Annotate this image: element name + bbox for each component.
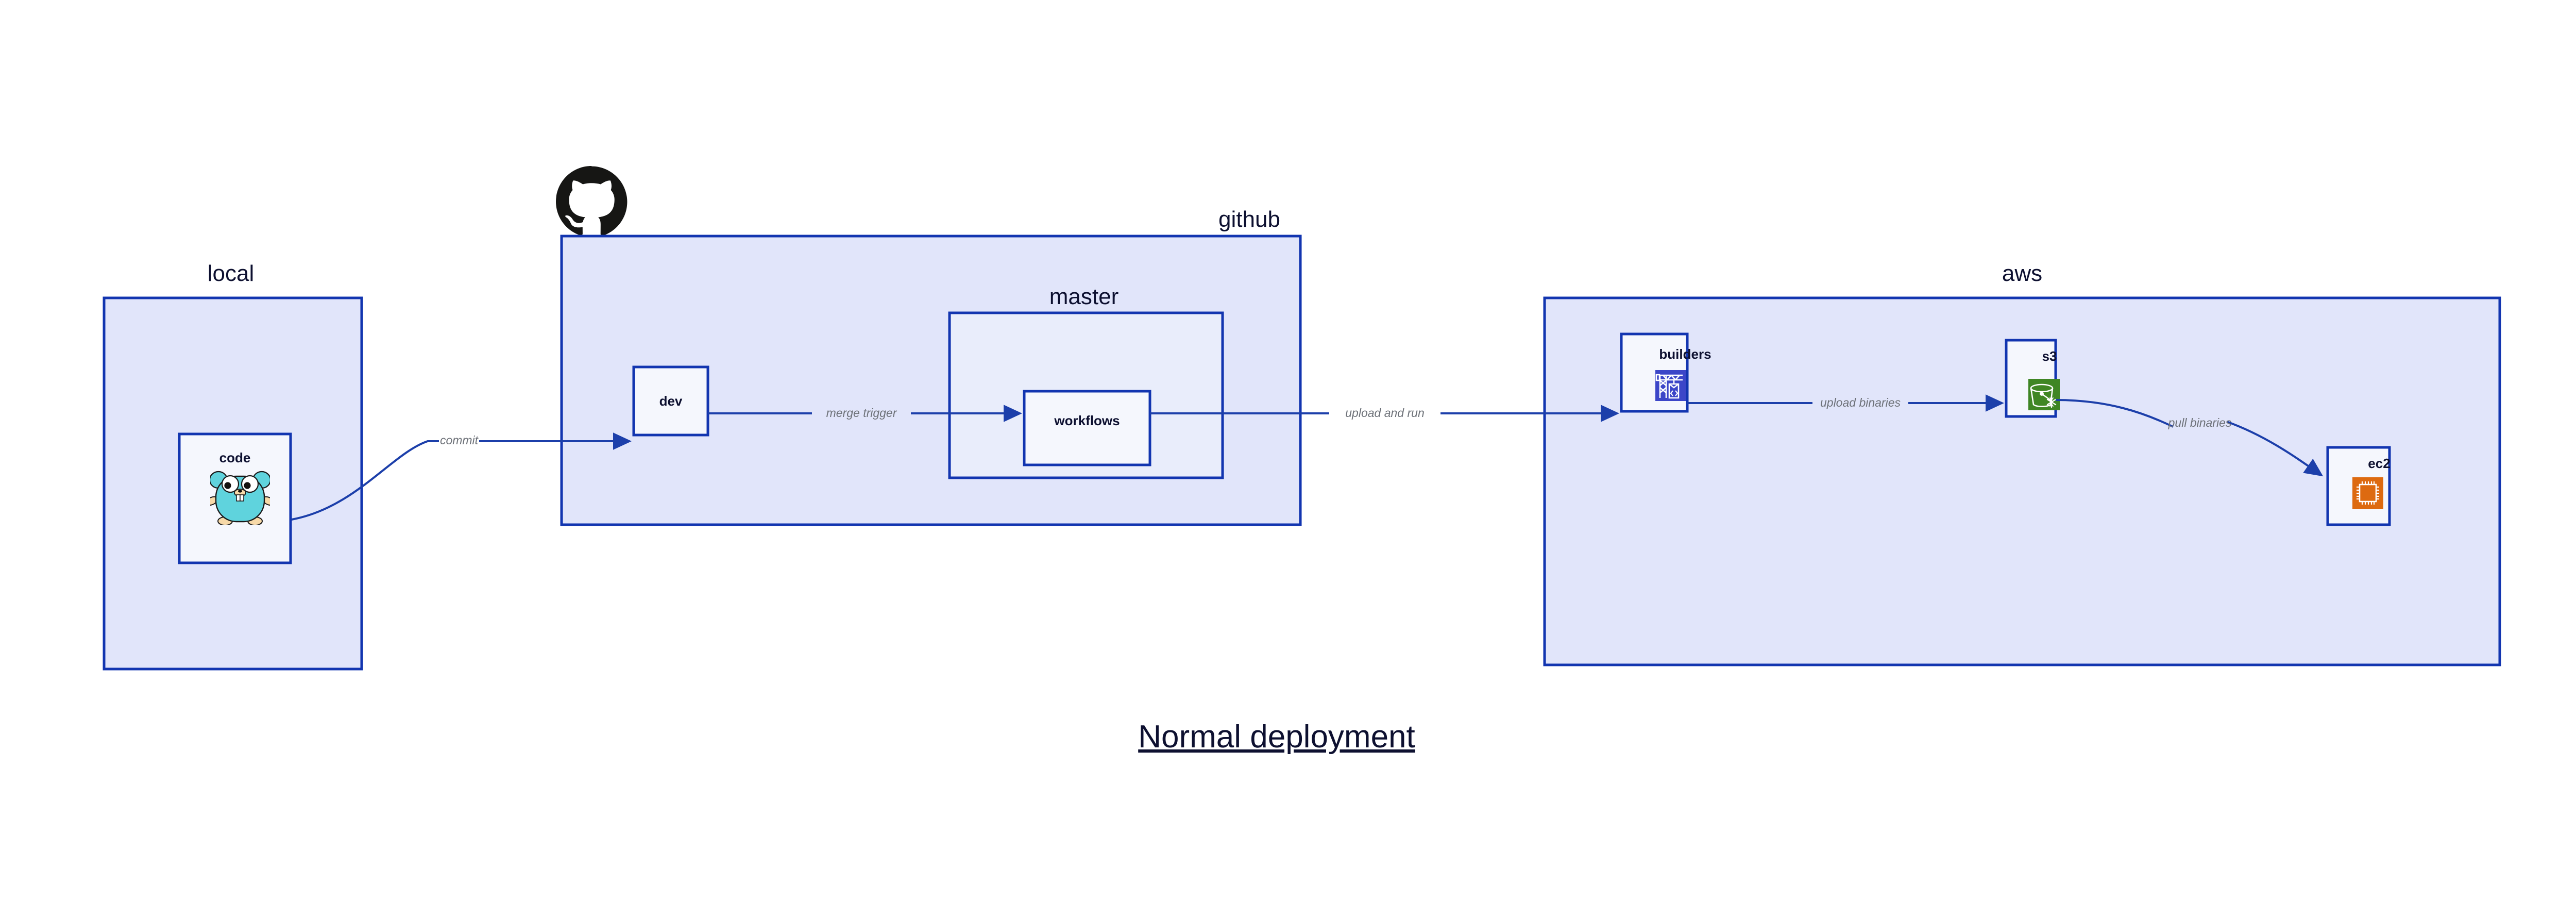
aws-ec2-chip-icon bbox=[2352, 477, 2383, 509]
edge-commit: commit bbox=[291, 432, 632, 521]
node-builders[interactable]: builders bbox=[1620, 332, 1711, 413]
node-workflows[interactable]: workflows bbox=[1023, 390, 1151, 466]
node-dev[interactable]: dev bbox=[632, 365, 709, 437]
edge-upload-binaries: upload binaries bbox=[1687, 394, 2004, 412]
node-code[interactable]: code bbox=[178, 432, 292, 564]
group-label-github: github bbox=[1218, 207, 1280, 232]
node-label-workflows: workflows bbox=[1054, 413, 1120, 428]
go-gopher-icon bbox=[210, 471, 270, 525]
edge-label-merge-trigger: merge trigger bbox=[826, 406, 897, 420]
node-s3[interactable]: s3 bbox=[2005, 339, 2060, 418]
node-label-code: code bbox=[219, 450, 251, 465]
edge-label-commit: commit bbox=[440, 433, 479, 447]
group-github: github master dev workflows bbox=[556, 166, 1302, 526]
edge-pull-binaries: pull binaries bbox=[2055, 399, 2324, 477]
edge-upload-and-run: upload and run bbox=[1150, 405, 1619, 422]
aws-builders-crane-icon bbox=[1655, 370, 1686, 401]
node-label-s3: s3 bbox=[2042, 348, 2057, 364]
node-label-builders: builders bbox=[1659, 346, 1711, 362]
page-title: Normal deployment bbox=[1138, 719, 1415, 755]
node-ec2[interactable]: ec2 bbox=[2326, 446, 2391, 526]
edge-label-pull-binaries: pull binaries bbox=[2168, 416, 2232, 429]
aws-s3-bucket-icon bbox=[2028, 379, 2060, 410]
node-box-dev bbox=[632, 365, 709, 437]
node-label-dev: dev bbox=[659, 393, 683, 409]
group-local: local code bbox=[103, 261, 363, 671]
edge-merge-trigger: merge trigger bbox=[708, 405, 1022, 422]
node-box-workflows bbox=[1023, 390, 1151, 466]
edge-label-upload-binaries: upload binaries bbox=[1820, 396, 1901, 409]
group-label-aws: aws bbox=[2002, 261, 2042, 286]
group-label-local: local bbox=[208, 261, 255, 286]
edge-label-upload-and-run: upload and run bbox=[1345, 406, 1424, 420]
group-label-master: master bbox=[1049, 284, 1118, 309]
github-octocat-logo bbox=[556, 166, 628, 236]
node-label-ec2: ec2 bbox=[2368, 456, 2390, 471]
group-aws: aws builders bbox=[1543, 261, 2501, 666]
